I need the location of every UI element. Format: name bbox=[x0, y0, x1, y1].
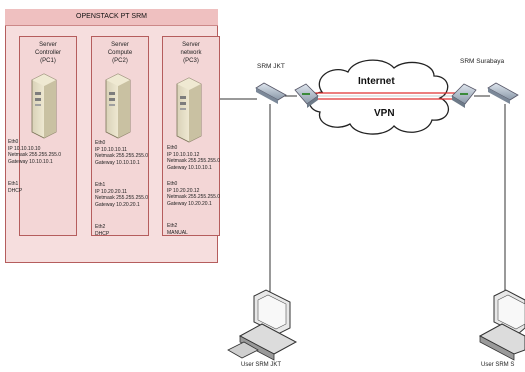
vpn-label: VPN bbox=[374, 108, 395, 119]
switch-jkt-icon bbox=[255, 82, 287, 104]
user-label-jkt: User SRM JKT bbox=[241, 362, 282, 368]
internet-cloud bbox=[309, 59, 450, 135]
server-pc2-tower-icon bbox=[105, 73, 131, 139]
pc3-title: Server network (PC3) bbox=[180, 42, 202, 64]
vpn-tunnel bbox=[310, 92, 462, 100]
server-pc1-tower-icon bbox=[31, 73, 57, 139]
pc2-eth0-config: Eth0 IP 10.10.10.11 Netmask 255.255.255.… bbox=[95, 140, 149, 166]
user-surabaya-computer-icon bbox=[478, 289, 525, 361]
pc3-eth2-config: Eth2 MANUAL bbox=[167, 223, 188, 236]
switch-surabaya-icon bbox=[487, 82, 519, 104]
user-jkt-computer-icon bbox=[227, 289, 298, 361]
server-pc3-tower-icon bbox=[176, 77, 202, 143]
pc2-eth2-config: Eth2 DHCP bbox=[95, 224, 110, 237]
pc2-eth1-config: Eth1 IP 10.20.20.11 Netmask 255.255.255.… bbox=[95, 182, 149, 208]
site-label-surabaya: SRM Surabaya bbox=[460, 58, 505, 65]
internet-label: Internet bbox=[358, 76, 395, 87]
pc2-title: Server Compute (PC2) bbox=[107, 42, 133, 64]
user-label-surabaya: User SRM S bbox=[481, 362, 515, 368]
pc3-eth0-config: Eth0 IP 10.10.10.12 Netmask 255.255.255.… bbox=[167, 145, 221, 171]
pc1-title: Server Controller (PC1) bbox=[34, 42, 61, 64]
site-label-jkt: SRM JKT bbox=[257, 63, 285, 70]
pc3-eth1-config: Eth0 IP 10.20.20.12 Netmask 255.255.255.… bbox=[167, 181, 221, 207]
router-jkt-icon bbox=[294, 83, 319, 108]
pc1-eth0-config: Eth0 IP 10.10.10.10 Netmask 255.255.255.… bbox=[8, 139, 62, 165]
router-surabaya-icon bbox=[451, 83, 477, 108]
cluster-title: OPENSTACK PT SRM bbox=[5, 9, 218, 26]
pc1-eth1-config: Eth1 DHCP bbox=[8, 181, 23, 194]
